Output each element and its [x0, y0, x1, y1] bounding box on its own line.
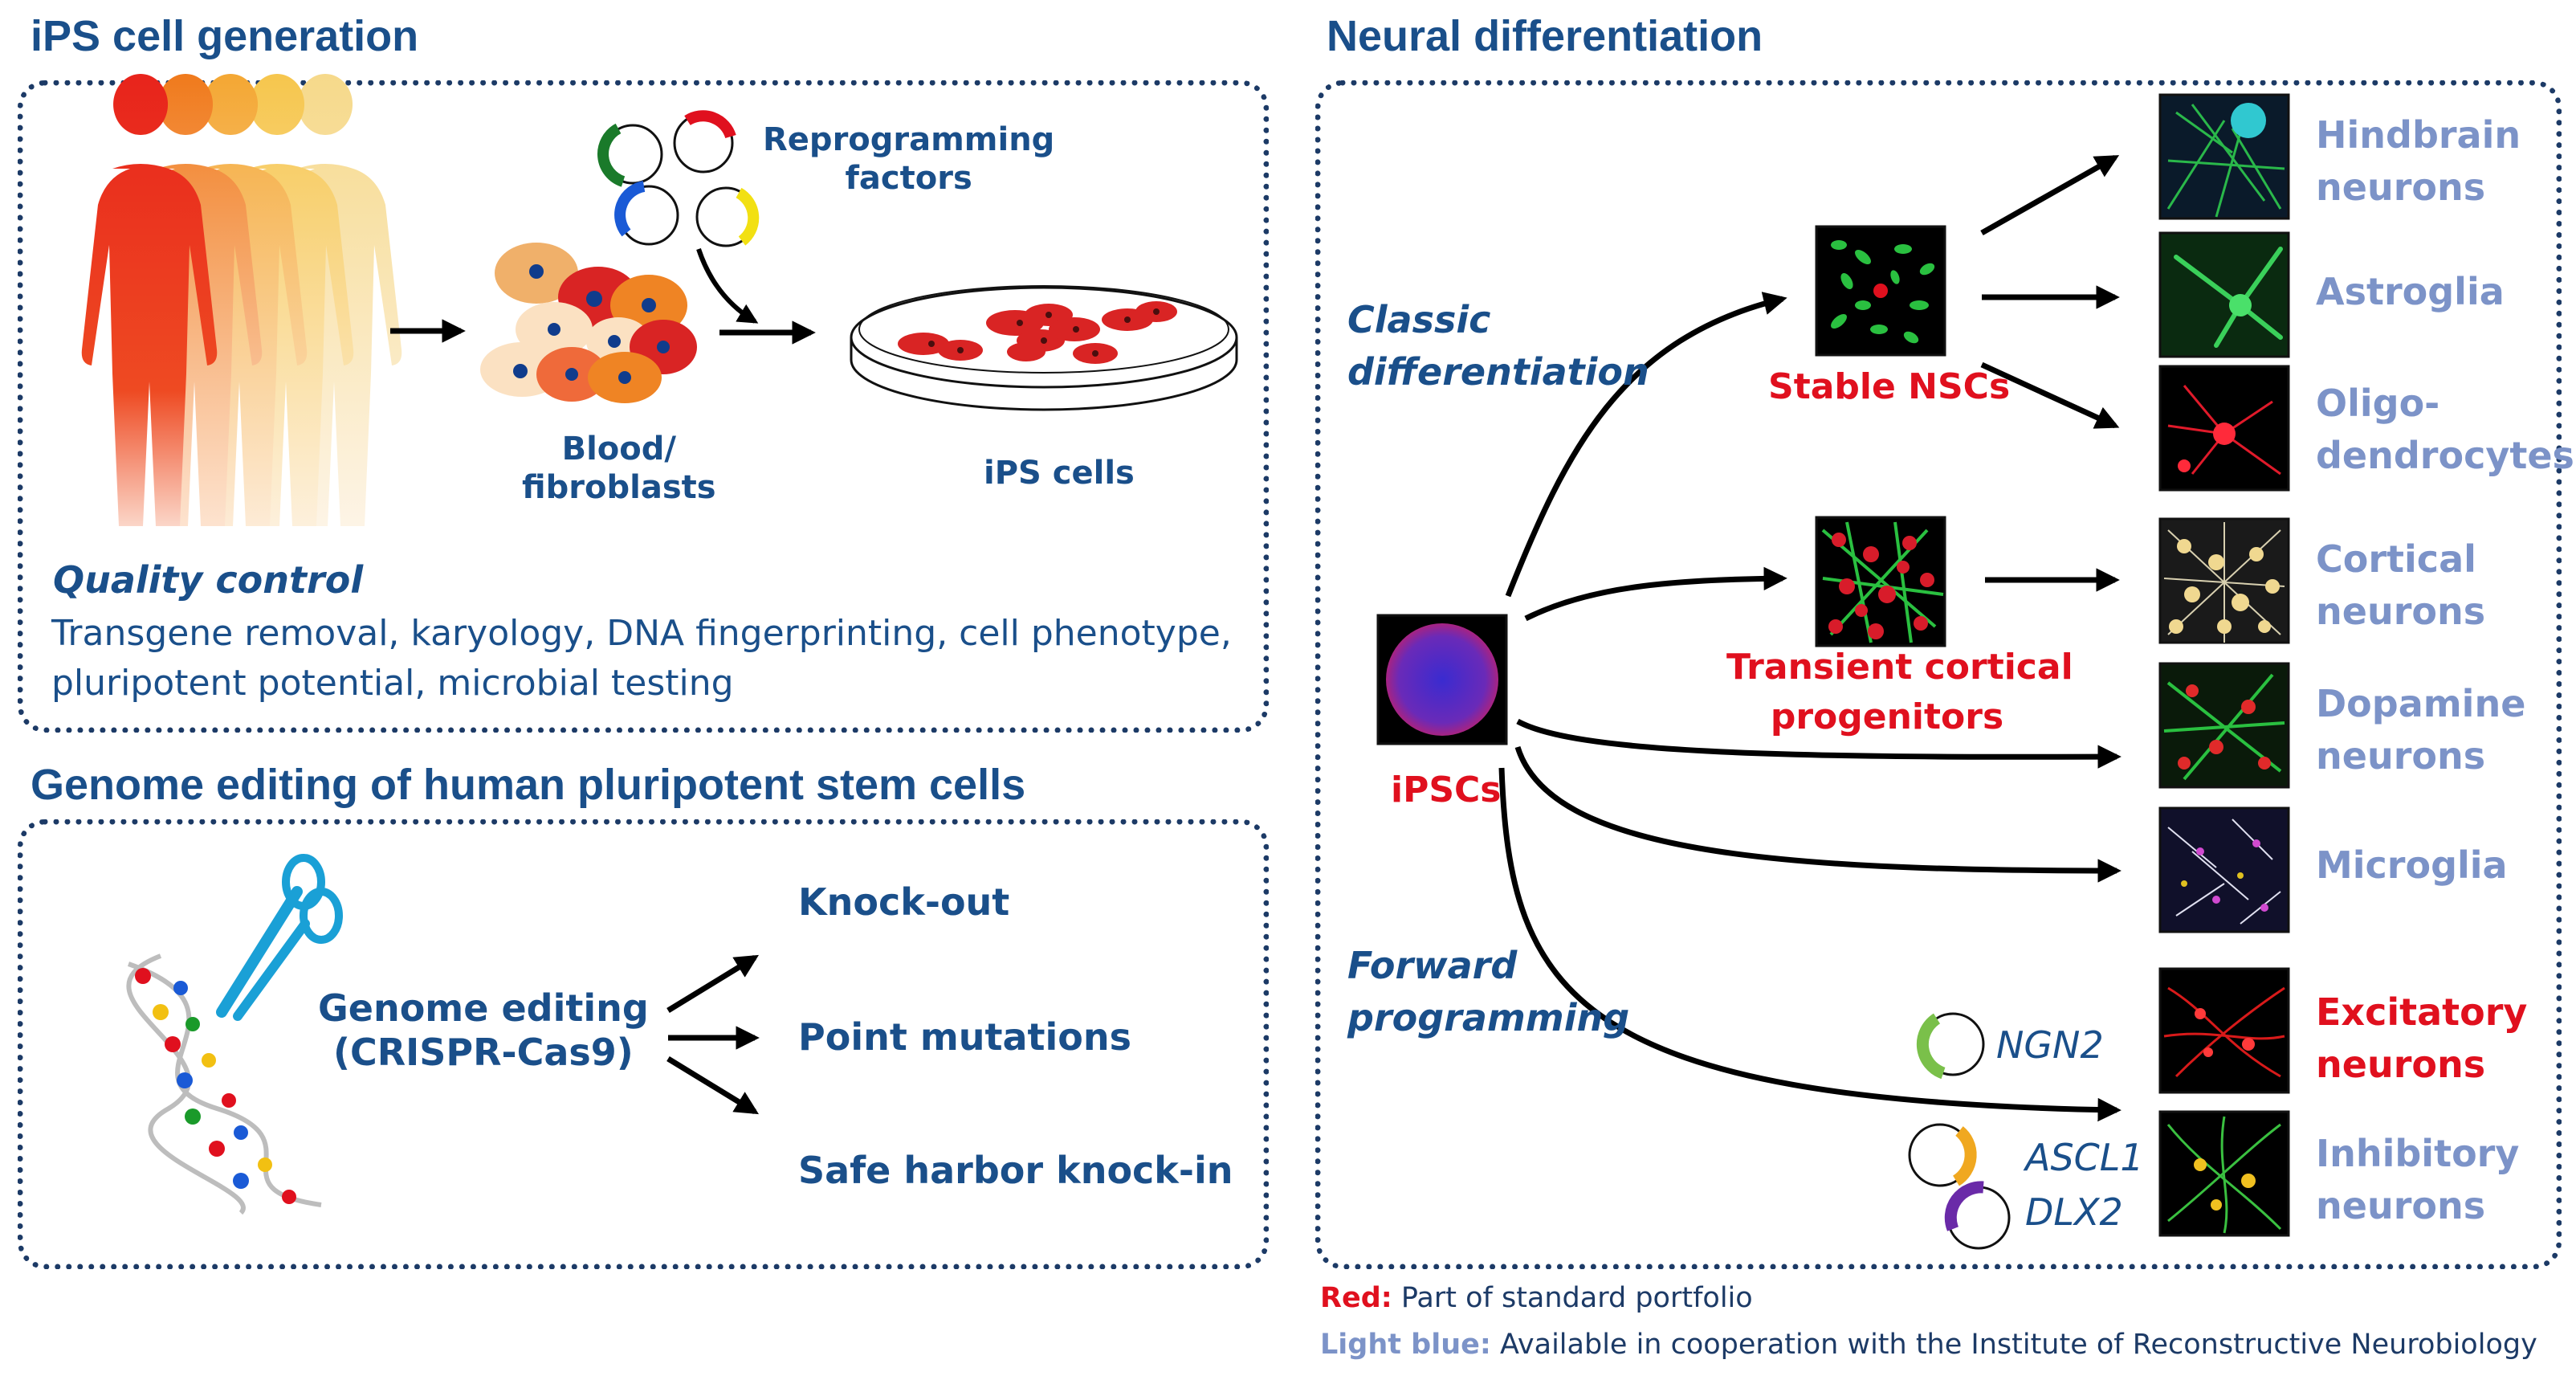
dna-helix-icon [126, 953, 322, 1215]
outcome-safe-harbor: Safe harbor knock-in [798, 1149, 1233, 1192]
genome-panel [18, 819, 1269, 1269]
cell-type-cortical: Cortical neurons [2316, 537, 2486, 634]
cell-type-oligodendrocytes: Oligo- dendrocytes [2316, 382, 2574, 478]
microglia-image [2158, 806, 2290, 933]
legend-blue-key: Light blue: [1320, 1329, 1491, 1361]
neural-panel [1315, 80, 2562, 1269]
genome-editing-label: Genome editing (CRISPR-Cas9) [318, 986, 649, 1075]
cell-type-inhibitory: Inhibitory neurons [2316, 1132, 2520, 1228]
ipsc-colony-image [1376, 614, 1508, 745]
neural-section-title: Neural differentiation [1327, 12, 1763, 60]
dopamine-neurons-image [2158, 662, 2290, 789]
ips-cells-label: iPS cells [984, 455, 1135, 492]
cell-type-excitatory: Excitatory neurons [2316, 990, 2528, 1087]
ips-section-title: iPS cell generation [31, 12, 419, 60]
excitatory-neurons-image [2158, 967, 2290, 1094]
outcome-point-mutations: Point mutations [798, 1015, 1132, 1059]
cell-type-astroglia: Astroglia [2316, 270, 2505, 313]
legend-red-key: Red: [1320, 1282, 1392, 1314]
ngn2-plasmid-icon [1916, 1012, 1985, 1080]
petri-dish-icon [850, 285, 1238, 411]
classic-differentiation-label: Classic differentiation [1347, 298, 1649, 394]
ascl1-plasmid-icon [1908, 1123, 1977, 1187]
blood-fibroblasts-label: Blood/ fibroblasts [522, 431, 716, 506]
cortical-neurons-image [2158, 517, 2290, 644]
quality-control-title: Quality control [53, 558, 364, 602]
dlx2-label: DLX2 [2025, 1190, 2123, 1234]
human-silhouettes-icon [81, 74, 402, 527]
stable-nsc-label: Stable NSCs [1768, 366, 2011, 407]
cell-type-microglia: Microglia [2316, 843, 2508, 887]
reprogramming-factors-label: Reprogramming factors [763, 121, 1055, 197]
scissors-icon [216, 854, 343, 1021]
legend-red-text: Part of standard portfolio [1400, 1282, 1753, 1314]
outcome-knock-out: Knock-out [798, 880, 1010, 924]
cell-type-dopamine: Dopamine neurons [2316, 682, 2526, 778]
ngn2-label: NGN2 [1996, 1023, 2104, 1067]
reprogramming-plasmids-icon [597, 110, 760, 247]
astroglia-image [2158, 231, 2290, 358]
legend-light-blue: Light blue: Available in cooperation wit… [1320, 1329, 2537, 1361]
cell-type-hindbrain: Hindbrain neurons [2316, 113, 2521, 210]
ips-panel [18, 80, 1269, 733]
inhibitory-neurons-image [2158, 1110, 2290, 1237]
cortical-progenitor-image [1815, 516, 1946, 647]
hindbrain-neurons-image [2158, 93, 2290, 220]
ipscs-label: iPSCs [1391, 770, 1502, 810]
cortical-progenitors-label: Transient cortical progenitors [1726, 647, 2073, 738]
legend-red: Red: Part of standard portfolio [1320, 1282, 1753, 1314]
dlx2-plasmid-icon [1944, 1181, 2011, 1250]
quality-control-text: Transgene removal, karyology, DNA finger… [51, 613, 1232, 704]
legend-blue-text: Available in cooperation with the Instit… [1500, 1329, 2537, 1361]
ascl1-label: ASCL1 [2025, 1136, 2144, 1179]
blood-cells-icon [480, 243, 697, 403]
stable-nsc-image [1815, 225, 1946, 357]
genome-section-title: Genome editing of human pluripotent stem… [31, 761, 1026, 809]
forward-programming-label: Forward programming [1347, 944, 1630, 1040]
oligodendrocytes-image [2158, 365, 2290, 492]
